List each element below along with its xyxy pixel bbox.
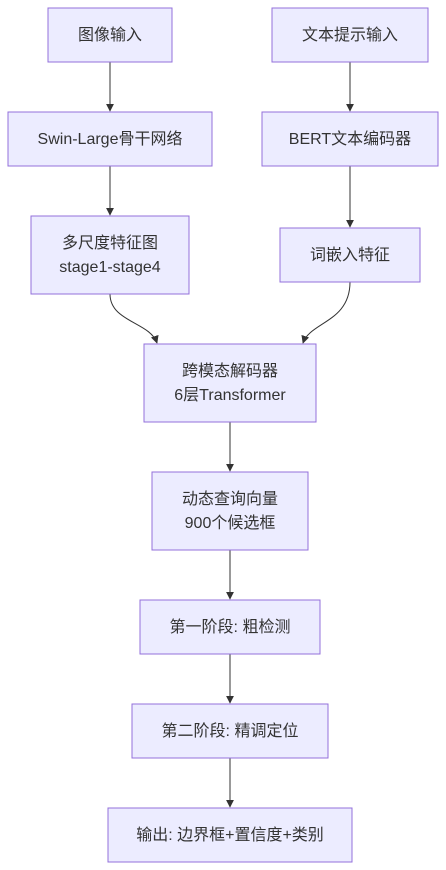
node-label: 词嵌入特征 bbox=[310, 246, 390, 264]
node-label: 输出: 边界框+置信度+类别 bbox=[136, 826, 324, 844]
node-label-line-1: 多尺度特征图 bbox=[62, 234, 158, 252]
node-label-line-2: 900个候选框 bbox=[185, 514, 276, 532]
node-swin-backbone: Swin-Large骨干网络 bbox=[7, 111, 213, 167]
node-label-line-1: 动态查询向量 bbox=[182, 490, 278, 508]
node-label: BERT文本编码器 bbox=[289, 130, 411, 148]
node-label: 文本提示输入 bbox=[302, 26, 398, 44]
node-word-embeddings: 词嵌入特征 bbox=[279, 227, 421, 283]
node-dynamic-queries: 动态查询向量 900个候选框 bbox=[151, 471, 309, 551]
edges bbox=[106, 62, 354, 808]
node-label: 第二阶段: 精调定位 bbox=[162, 722, 299, 740]
node-label: 图像输入 bbox=[78, 26, 142, 44]
node-label-line-2: 6层Transformer bbox=[174, 387, 286, 404]
node-bert-encoder: BERT文本编码器 bbox=[261, 111, 439, 167]
node-output: 输出: 边界框+置信度+类别 bbox=[107, 807, 353, 863]
node-stage-one: 第一阶段: 粗检测 bbox=[139, 599, 321, 655]
edge-multiscale-features-to-cross-modal-decoder bbox=[109, 293, 159, 344]
edge-word-embeddings-to-cross-modal-decoder bbox=[301, 281, 351, 344]
node-label: Swin-Large骨干网络 bbox=[38, 129, 183, 148]
node-image-input: 图像输入 bbox=[47, 7, 173, 63]
node-stage-two: 第二阶段: 精调定位 bbox=[131, 703, 329, 759]
node-multiscale-features: 多尺度特征图 stage1-stage4 bbox=[30, 215, 190, 295]
node-text-prompt-input: 文本提示输入 bbox=[271, 7, 429, 63]
node-label-line-2: stage1-stage4 bbox=[59, 259, 161, 276]
node-cross-modal-decoder: 跨模态解码器 6层Transformer bbox=[143, 343, 317, 423]
node-label-line-1: 跨模态解码器 bbox=[182, 362, 278, 380]
node-label: 第一阶段: 粗检测 bbox=[170, 618, 291, 636]
